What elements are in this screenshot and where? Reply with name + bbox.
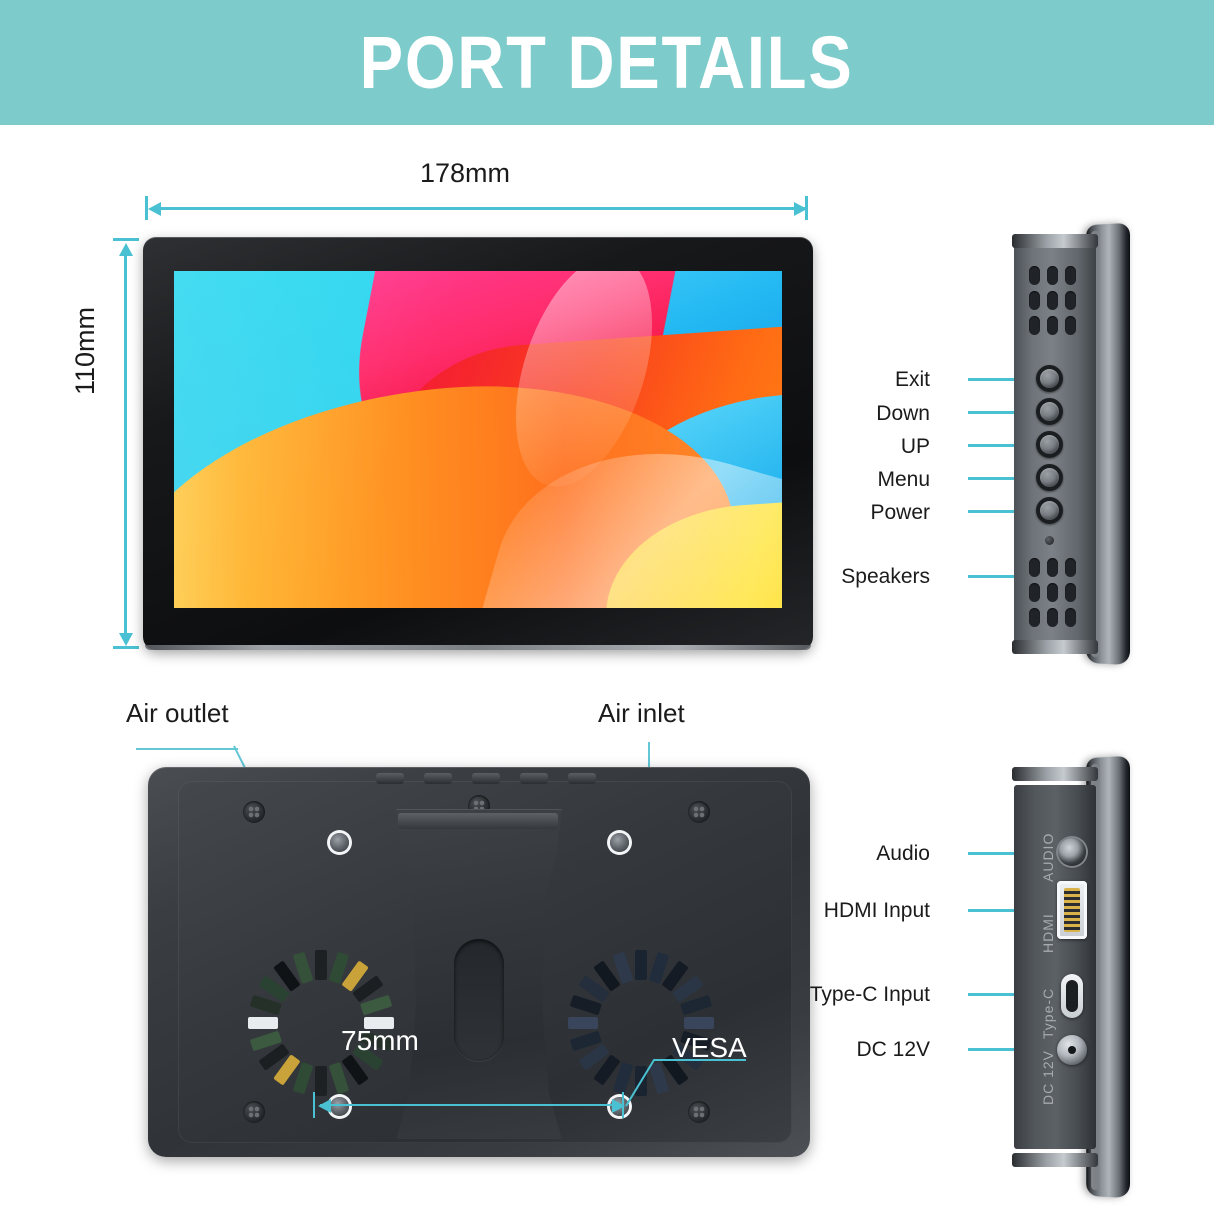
silkscreen-typec: Type-C	[1040, 988, 1056, 1039]
label-exit: Exit	[800, 368, 930, 392]
silkscreen-hdmi: HDMI	[1040, 913, 1056, 953]
button-power[interactable]	[1036, 497, 1063, 524]
arrow-left-icon	[148, 202, 161, 216]
label-power: Power	[800, 501, 930, 525]
arrow-left-icon	[318, 1099, 331, 1113]
label-menu: Menu	[800, 468, 930, 492]
kickstand-top-edge	[398, 813, 558, 829]
air-inlet-vent	[568, 877, 714, 1023]
monitor-side-view-controls	[1008, 224, 1138, 664]
label-down: Down	[800, 402, 930, 426]
strip-cap-top	[1012, 234, 1098, 248]
port-dc-power[interactable]	[1057, 1035, 1087, 1065]
kickstand-slot	[454, 939, 504, 1061]
port-audio-jack[interactable]	[1058, 838, 1086, 866]
page-header: PORT DETAILS	[0, 0, 1214, 125]
screw-top-right	[688, 801, 710, 823]
arrow-up-icon	[119, 243, 133, 256]
arrow-right-icon	[794, 202, 807, 216]
label-speakers: Speakers	[790, 565, 930, 589]
screw-bottom-left	[243, 1101, 265, 1123]
silkscreen-dc12v: DC 12V	[1040, 1050, 1056, 1105]
speaker-grille-top-icon	[1029, 266, 1076, 335]
page-title: PORT DETAILS	[360, 26, 854, 100]
port-cap-top	[1012, 767, 1098, 781]
width-dimension-label: 178mm	[420, 158, 510, 189]
button-menu[interactable]	[1036, 464, 1063, 491]
screw-top-left	[243, 801, 265, 823]
arrow-down-icon	[119, 633, 133, 646]
power-led-icon	[1045, 536, 1054, 545]
air-outlet-vent	[248, 877, 394, 1023]
vesa-spacing-label: 75mm	[341, 1025, 419, 1057]
silkscreen-audio: AUDIO	[1040, 833, 1056, 882]
port-typec[interactable]	[1061, 974, 1083, 1018]
monitor-side-view-ports: AUDIO HDMI Type-C DC 12V	[1008, 757, 1138, 1177]
button-exit[interactable]	[1036, 365, 1063, 392]
button-down[interactable]	[1036, 398, 1063, 425]
port-cap-bottom	[1012, 1153, 1098, 1167]
monitor-screen	[174, 271, 782, 608]
strip-cap-bottom	[1012, 640, 1098, 654]
vesa-hole-top-left	[330, 833, 349, 852]
label-up: UP	[800, 435, 930, 459]
label-air-inlet: Air inlet	[598, 698, 685, 729]
label-air-outlet: Air outlet	[126, 698, 229, 729]
monitor-front-view	[143, 237, 813, 650]
port-hdmi[interactable]	[1057, 881, 1087, 939]
vesa-leader-svg	[618, 1040, 748, 1110]
top-vent-row	[376, 773, 596, 785]
button-up[interactable]	[1036, 431, 1063, 458]
vesa-hole-top-right	[610, 833, 629, 852]
height-dimension-label: 110mm	[70, 307, 101, 395]
vesa-hole-bottom-left	[330, 1097, 349, 1116]
speaker-grille-bottom-icon	[1029, 558, 1076, 627]
